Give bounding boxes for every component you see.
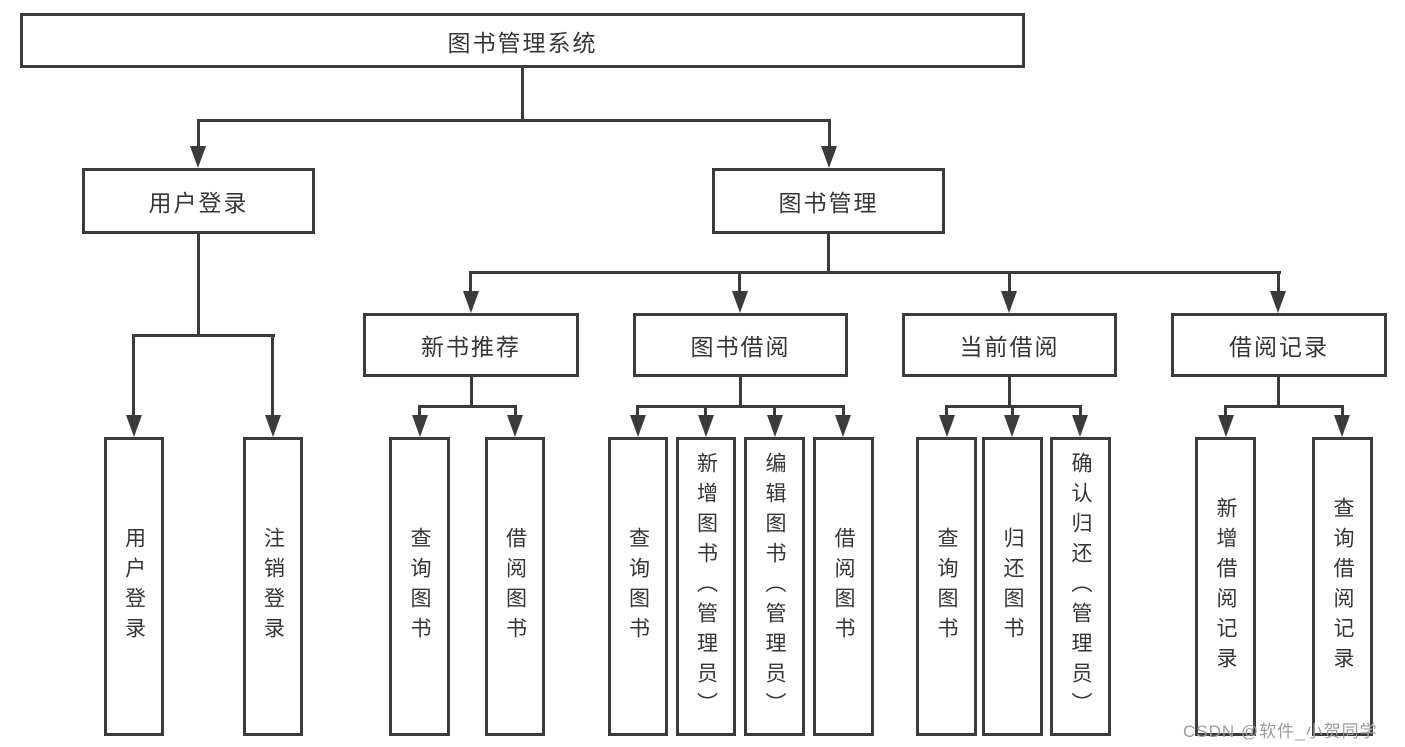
node-return-books: 归还图书	[982, 437, 1043, 736]
node-query-books-current: 查询图书	[916, 437, 977, 736]
connector-drop	[1008, 271, 1011, 293]
node-label: 新增图书（管理员）	[694, 451, 718, 722]
node-label: 图书管理系统	[447, 29, 598, 56]
arrowhead-down-icon	[126, 415, 142, 437]
node-book-borrowing: 图书借阅	[633, 313, 848, 377]
node-borrow-books-recommend: 借阅图书	[485, 437, 545, 736]
node-user-login: 用户登录	[104, 437, 164, 736]
node-label: 借阅记录	[1229, 334, 1329, 360]
node-borrowing-records: 借阅记录	[1171, 313, 1387, 377]
csdn-watermark: CSDN @软件_小贺同学	[1183, 722, 1378, 741]
connector-drop	[945, 405, 948, 417]
connector-drop	[132, 334, 135, 420]
node-label: 用户登录	[148, 190, 249, 216]
node-label: 图书管理	[778, 190, 879, 216]
node-label: 当前借阅	[959, 334, 1060, 360]
arrowhead-down-icon	[1334, 415, 1350, 437]
node-label: 查询图书	[935, 526, 958, 647]
connector-drop	[1341, 405, 1344, 417]
arrowhead-down-icon	[732, 291, 748, 313]
connector-drop	[1224, 405, 1227, 417]
connector-drop	[271, 334, 274, 420]
arrowhead-down-icon	[767, 415, 783, 437]
arrowhead-down-icon	[1270, 291, 1286, 313]
node-logout: 注销登录	[243, 437, 303, 736]
arrowhead-down-icon	[1072, 415, 1088, 437]
node-label: 确认归还（管理员）	[1069, 451, 1092, 722]
node-label: 借阅图书	[503, 526, 527, 647]
arrowhead-down-icon	[630, 415, 646, 437]
node-new-book-recommend: 新书推荐	[363, 313, 579, 377]
node-add-books-admin: 新增图书（管理员）	[676, 437, 736, 736]
connector-level2-rail	[197, 119, 831, 122]
connector-root-stem	[521, 67, 524, 122]
arrowhead-down-icon	[463, 291, 479, 313]
connector-stem	[1008, 377, 1011, 408]
connector-drop	[636, 405, 639, 417]
node-confirm-return-admin: 确认归还（管理员）	[1050, 437, 1111, 736]
node-current-borrowing: 当前借阅	[902, 313, 1117, 377]
arrowhead-down-icon	[1004, 415, 1020, 437]
arrowhead-down-icon	[412, 415, 428, 437]
arrowhead-down-icon	[698, 415, 714, 437]
connector-drop	[1011, 405, 1014, 417]
connector-drop	[514, 405, 517, 417]
connector-drop	[418, 405, 421, 417]
arrowhead-down-icon	[1218, 415, 1234, 437]
node-user-login-module: 用户登录	[82, 168, 315, 234]
node-query-borrow-record: 查询借阅记录	[1312, 437, 1373, 736]
node-library-management-system: 图书管理系统	[20, 13, 1025, 68]
node-label: 查询图书	[408, 526, 431, 647]
connector-drop	[1277, 271, 1280, 293]
node-label: 编辑图书（管理员）	[763, 451, 786, 722]
connector-stem	[197, 234, 200, 337]
arrowhead-down-icon	[1001, 291, 1017, 313]
arrowhead-down-icon	[821, 146, 837, 168]
connector-rail	[636, 405, 845, 408]
connector-level3-rail	[469, 271, 1281, 274]
connector-drop	[773, 405, 776, 417]
node-label: 注销登录	[261, 526, 285, 647]
connector-drop	[828, 119, 831, 149]
connector-rail	[1224, 405, 1344, 408]
arrowhead-down-icon	[835, 415, 851, 437]
connector-rail	[418, 405, 517, 408]
node-edit-books-admin: 编辑图书（管理员）	[744, 437, 805, 736]
node-add-borrow-record: 新增借阅记录	[1195, 437, 1256, 736]
node-label: 新书推荐	[421, 334, 521, 360]
node-label: 查询借阅记录	[1331, 496, 1354, 677]
node-label: 新增借阅记录	[1214, 496, 1237, 677]
node-label: 借阅图书	[832, 526, 855, 647]
connector-drop	[469, 271, 472, 293]
arrowhead-down-icon	[507, 415, 523, 437]
node-label: 图书借阅	[690, 334, 791, 360]
node-label: 用户登录	[122, 526, 146, 647]
connector-drop	[704, 405, 707, 417]
arrowhead-down-icon	[265, 415, 281, 437]
node-borrow-books: 借阅图书	[813, 437, 874, 736]
arrowhead-down-icon	[939, 415, 955, 437]
connector-drop	[738, 271, 741, 293]
connector-drop	[842, 405, 845, 417]
connector-stem	[827, 234, 830, 274]
connector-drop	[1079, 405, 1082, 417]
connector-rail	[132, 334, 275, 337]
connector-stem	[739, 377, 742, 408]
node-book-management-module: 图书管理	[712, 168, 945, 234]
connector-stem	[470, 377, 473, 408]
connector-drop	[197, 119, 200, 149]
node-query-books-borrowing: 查询图书	[608, 437, 668, 736]
node-label: 归还图书	[1001, 526, 1024, 647]
node-query-books-recommend: 查询图书	[389, 437, 450, 736]
arrowhead-down-icon	[190, 146, 206, 168]
connector-stem	[1277, 377, 1280, 408]
node-label: 查询图书	[626, 526, 650, 647]
